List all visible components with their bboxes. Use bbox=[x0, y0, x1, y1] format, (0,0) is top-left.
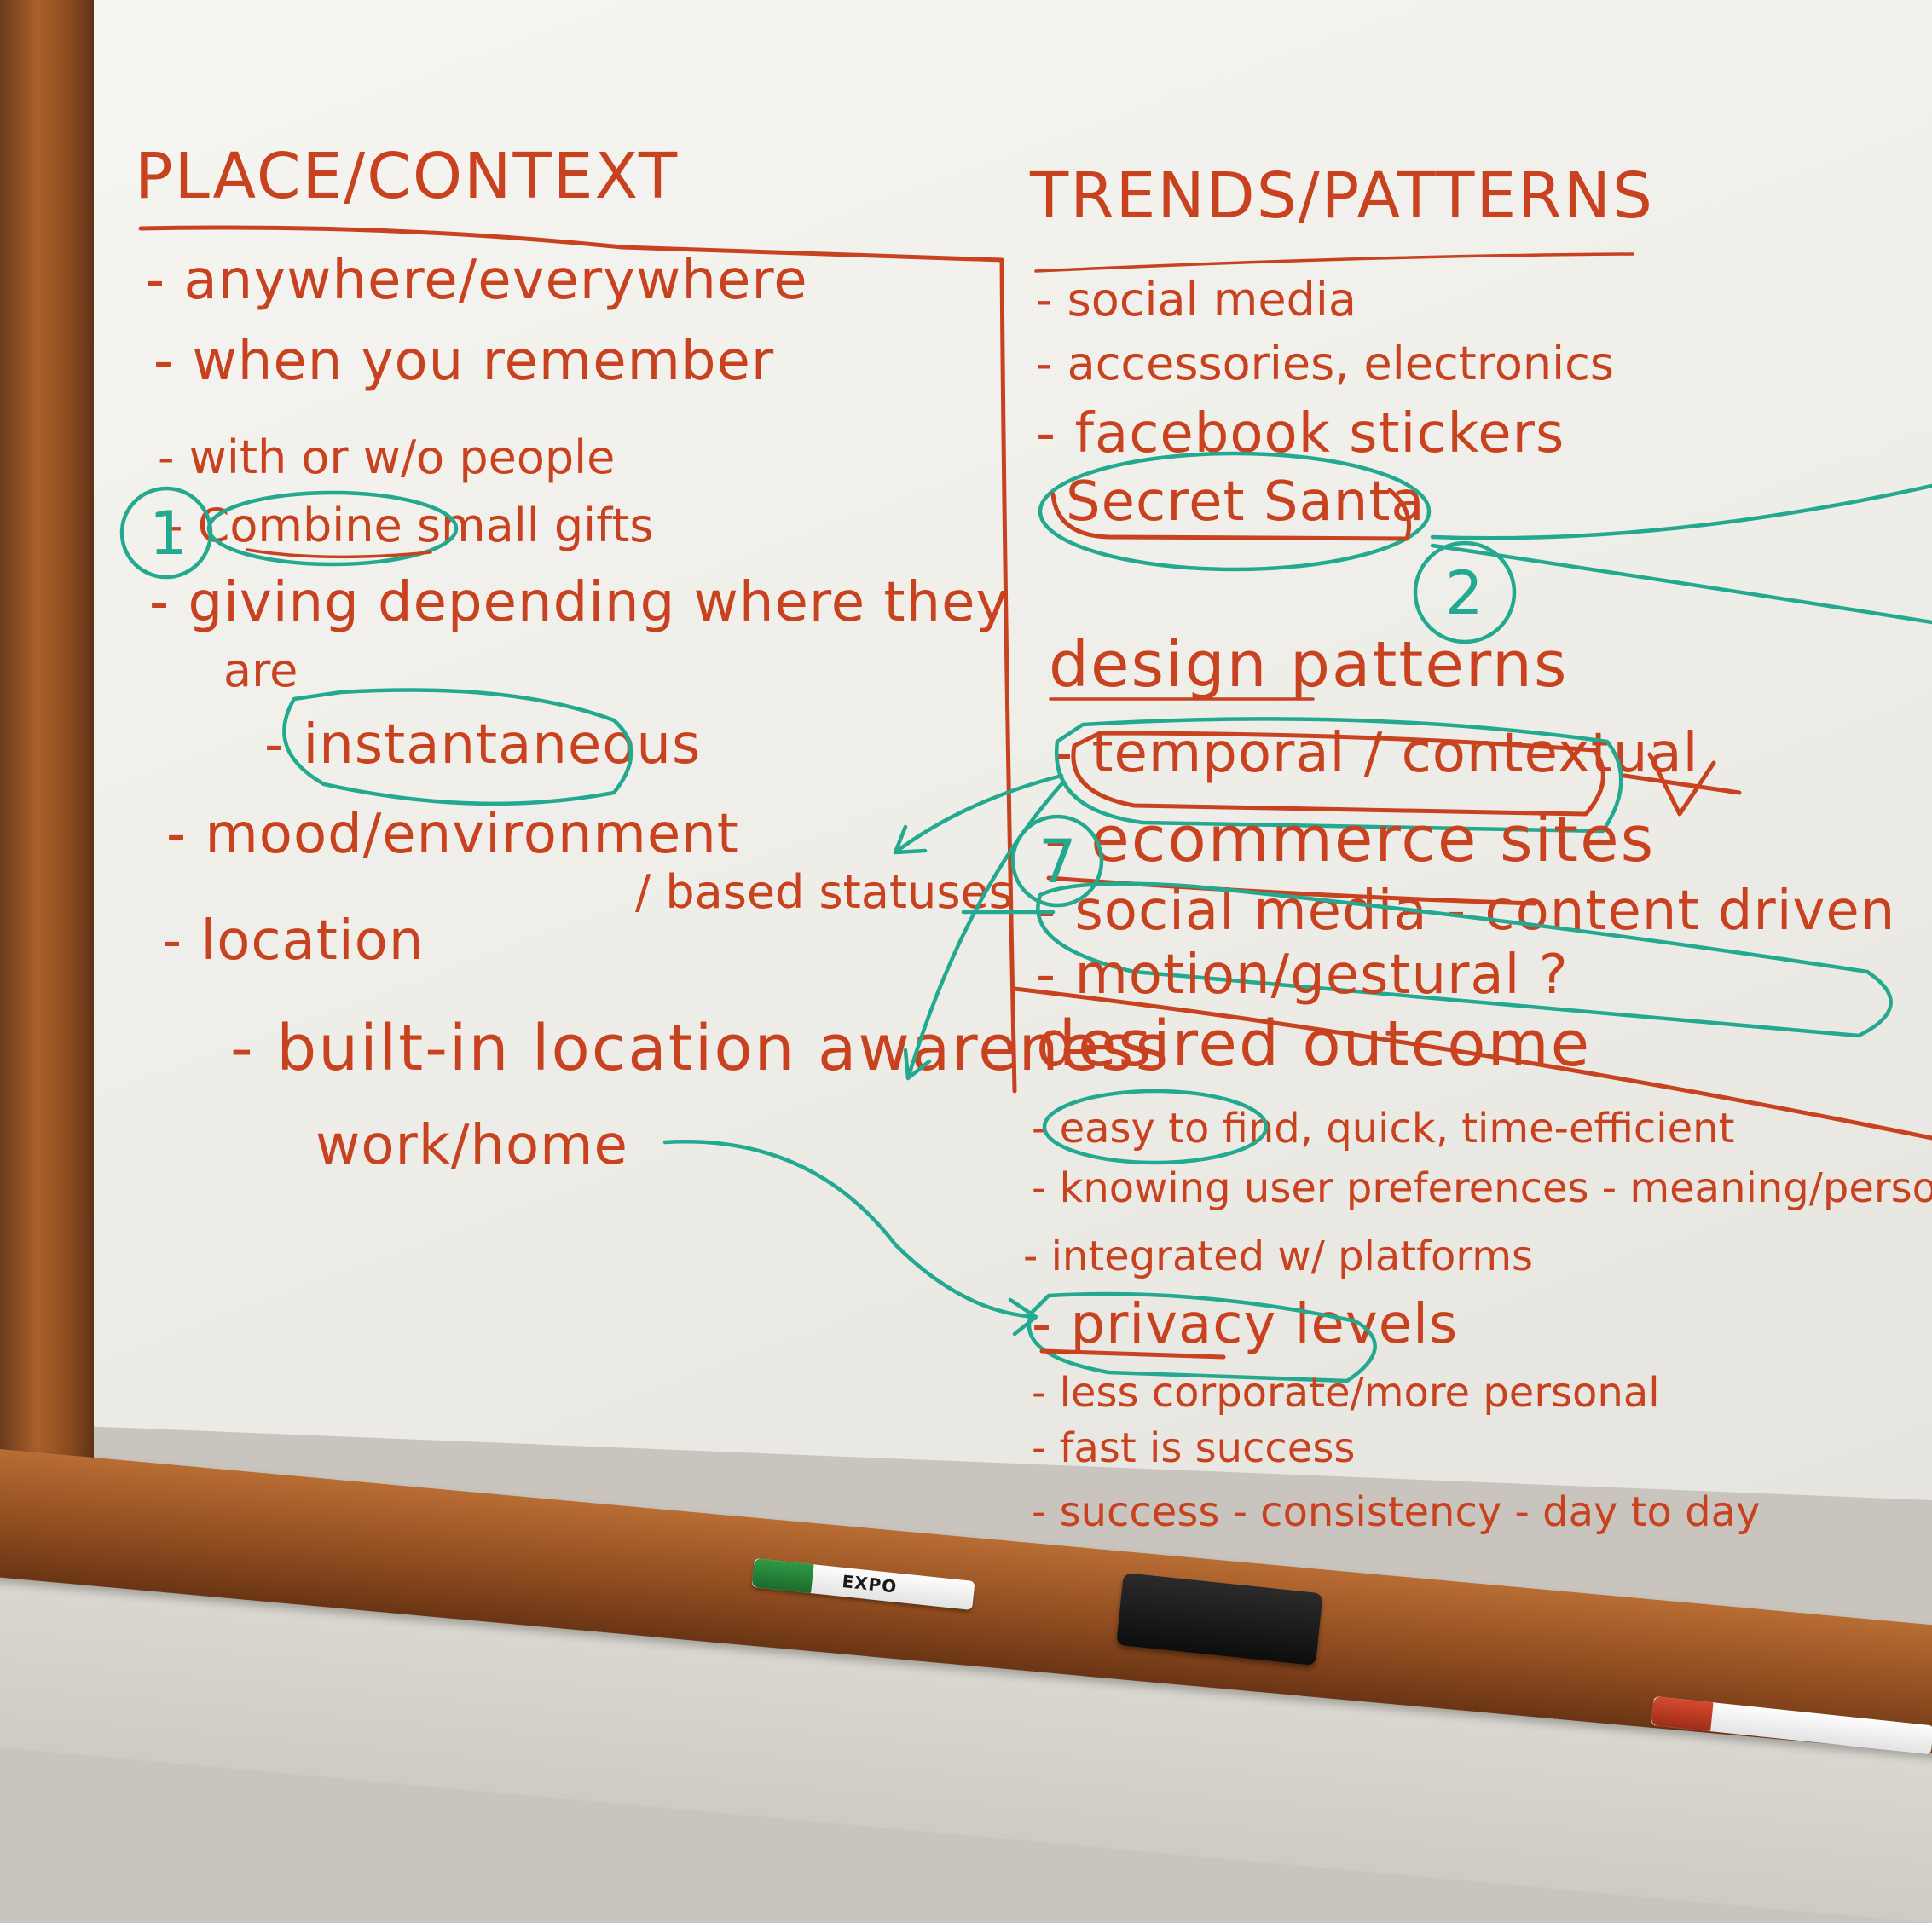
social-content-circle bbox=[1036, 881, 1893, 1038]
trend-item-secret-santa: Secret Santa bbox=[1066, 471, 1426, 534]
outcome-item-consistency: - success - consistency - day to day bbox=[1032, 1488, 1760, 1536]
trend-item-social: - social media bbox=[1036, 273, 1356, 326]
left-item-mood: - mood/environment bbox=[166, 803, 739, 866]
design-item-social-content: - social media - content driven bbox=[1036, 880, 1895, 943]
outcome-item-fast: - fast is success bbox=[1032, 1424, 1355, 1472]
secret-santa-connector-lines bbox=[1430, 483, 1932, 625]
trend-item-accessories: - accessories, electronics bbox=[1036, 337, 1614, 390]
left-item-instantaneous: - instantaneous bbox=[264, 713, 701, 777]
annotation-1-circle bbox=[119, 486, 213, 580]
design-heading: design patterns bbox=[1049, 628, 1568, 702]
design-item-ecommerce: - ecommerce sites bbox=[1044, 803, 1655, 876]
instantaneous-circle bbox=[282, 688, 633, 806]
left-item-giving: - giving depending where they bbox=[149, 571, 1009, 634]
marker2-cap bbox=[1651, 1696, 1714, 1732]
left-item-location: - location bbox=[162, 910, 424, 973]
left-item-people: - with or w/o people bbox=[158, 430, 615, 484]
left-item-builtin-location: - built-in location awareness bbox=[230, 1012, 1170, 1085]
secret-santa-red-loop bbox=[1050, 488, 1411, 541]
left-item-anywhere: - anywhere/everywhere bbox=[145, 249, 808, 312]
annotation-7: 7 bbox=[1038, 827, 1077, 897]
design-item-motion: - motion/gestural ? bbox=[1036, 944, 1569, 1007]
whiteboard-writing: PLACE/CONTEXT - anywhere/everywhere - wh… bbox=[119, 140, 1932, 1536]
temporal-teal-circle bbox=[1054, 717, 1623, 834]
column-divider-line bbox=[138, 225, 1017, 1094]
marker-brand-label: EXPO bbox=[841, 1570, 899, 1597]
arrow-to-privacy bbox=[662, 1140, 1038, 1337]
secret-santa-circle bbox=[1038, 451, 1432, 572]
combine-underline bbox=[246, 548, 432, 559]
outcome-item-easy: - easy to find, quick, time-efficient bbox=[1032, 1105, 1734, 1152]
arrow-to-statuses bbox=[893, 773, 1064, 855]
marker-cap bbox=[751, 1558, 814, 1594]
whiteboard-surface bbox=[60, 0, 1932, 1500]
right-heading: TRENDS/PATTERNS bbox=[1029, 159, 1654, 233]
temporal-red-circle bbox=[1071, 731, 1605, 817]
left-item-are: are bbox=[223, 644, 298, 697]
outcome-item-preferences: - knowing user preferences - meaning/per… bbox=[1032, 1164, 1932, 1212]
annotation-1: 1 bbox=[149, 499, 188, 569]
left-heading: PLACE/CONTEXT bbox=[135, 140, 679, 213]
whiteboard-frame-left bbox=[0, 0, 94, 1526]
annotation-2: 2 bbox=[1445, 558, 1484, 628]
left-item-statuses: / based statuses bbox=[635, 865, 1013, 919]
arrow-to-location-awareness bbox=[903, 782, 1064, 1081]
left-item-remember: - when you remember bbox=[153, 330, 774, 393]
left-item-combine: - Combine small gifts bbox=[166, 499, 654, 552]
privacy-underline bbox=[1039, 1348, 1226, 1360]
outcome-heading: desired outcome bbox=[1036, 1008, 1591, 1081]
annotation-2-circle bbox=[1413, 540, 1517, 644]
privacy-circle bbox=[1027, 1291, 1377, 1383]
outcome-divider-line bbox=[1012, 986, 1932, 1141]
temporal-star-mark bbox=[1622, 752, 1742, 817]
outcome-item-personal: - less corporate/more personal bbox=[1032, 1369, 1660, 1417]
left-item-workhome: work/home bbox=[315, 1114, 628, 1177]
right-heading-underline bbox=[1034, 252, 1634, 273]
annotation-7-circle bbox=[1010, 814, 1104, 908]
easy-to-find-circle bbox=[1042, 1089, 1269, 1165]
outcome-item-integrated: - integrated w/ platforms bbox=[1023, 1233, 1533, 1280]
